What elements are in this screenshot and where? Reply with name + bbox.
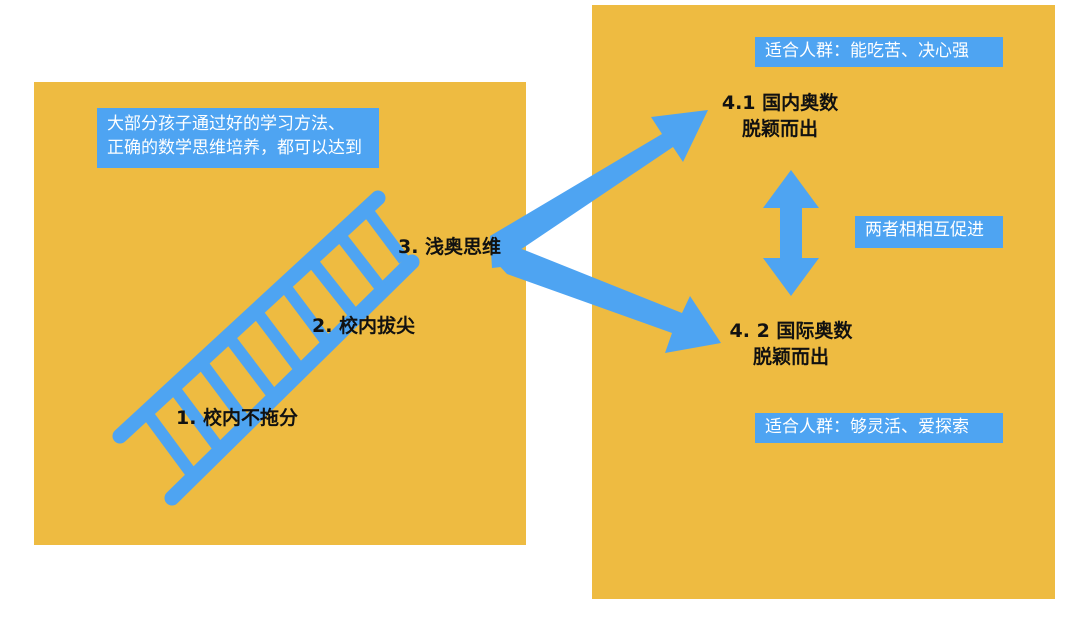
ladder-rung bbox=[361, 205, 409, 264]
double-arrow-vertical-icon bbox=[763, 170, 819, 296]
ladder-rung bbox=[251, 307, 307, 376]
methods-note: 大部分孩子通过好的学习方法、 正确的数学思维培养，都可以达到 bbox=[97, 108, 379, 168]
ladder-rung bbox=[223, 332, 280, 402]
ladder-rung bbox=[279, 281, 334, 349]
methods-note-line1: 大部分孩子通过好的学习方法、 bbox=[107, 114, 345, 134]
step-4-2-label: 4. 2 国际奥数 脱颖而出 bbox=[721, 318, 861, 370]
step-1-label: 1. 校内不拖分 bbox=[176, 407, 299, 429]
ladder-rung bbox=[168, 383, 226, 455]
ladder-rung bbox=[306, 256, 362, 322]
step-4-1-label: 4.1 国内奥数 脱颖而出 bbox=[715, 90, 845, 142]
step-3-label: 3. 浅奥思维 bbox=[398, 236, 502, 258]
mutual-promotion-tag: 两者相相互促进 bbox=[855, 216, 1003, 248]
arrow-down-right-icon bbox=[492, 249, 721, 353]
step-4-1-line2: 脱颖而出 bbox=[741, 118, 818, 140]
right-panel bbox=[592, 5, 1055, 599]
methods-note-line2: 正确的数学思维培养，都可以达到 bbox=[107, 138, 362, 158]
ladder-rung bbox=[334, 230, 389, 296]
step-4-1-line1: 4.1 国内奥数 bbox=[721, 92, 839, 114]
audience-tag-flexible: 适合人群：够灵活、爱探索 bbox=[755, 413, 1003, 443]
step-4-2-line2: 脱颖而出 bbox=[752, 346, 829, 368]
ladder-rail bbox=[164, 254, 420, 506]
arrow-up-right-icon bbox=[490, 110, 708, 268]
audience-tag-hardworking: 适合人群：能吃苦、决心强 bbox=[755, 37, 1003, 67]
step-2-label: 2. 校内拔尖 bbox=[312, 315, 416, 337]
ladder-rung bbox=[141, 408, 199, 481]
ladder-icon bbox=[112, 190, 420, 506]
ladder-rung bbox=[196, 358, 253, 429]
step-4-2-line1: 4. 2 国际奥数 bbox=[729, 320, 853, 342]
